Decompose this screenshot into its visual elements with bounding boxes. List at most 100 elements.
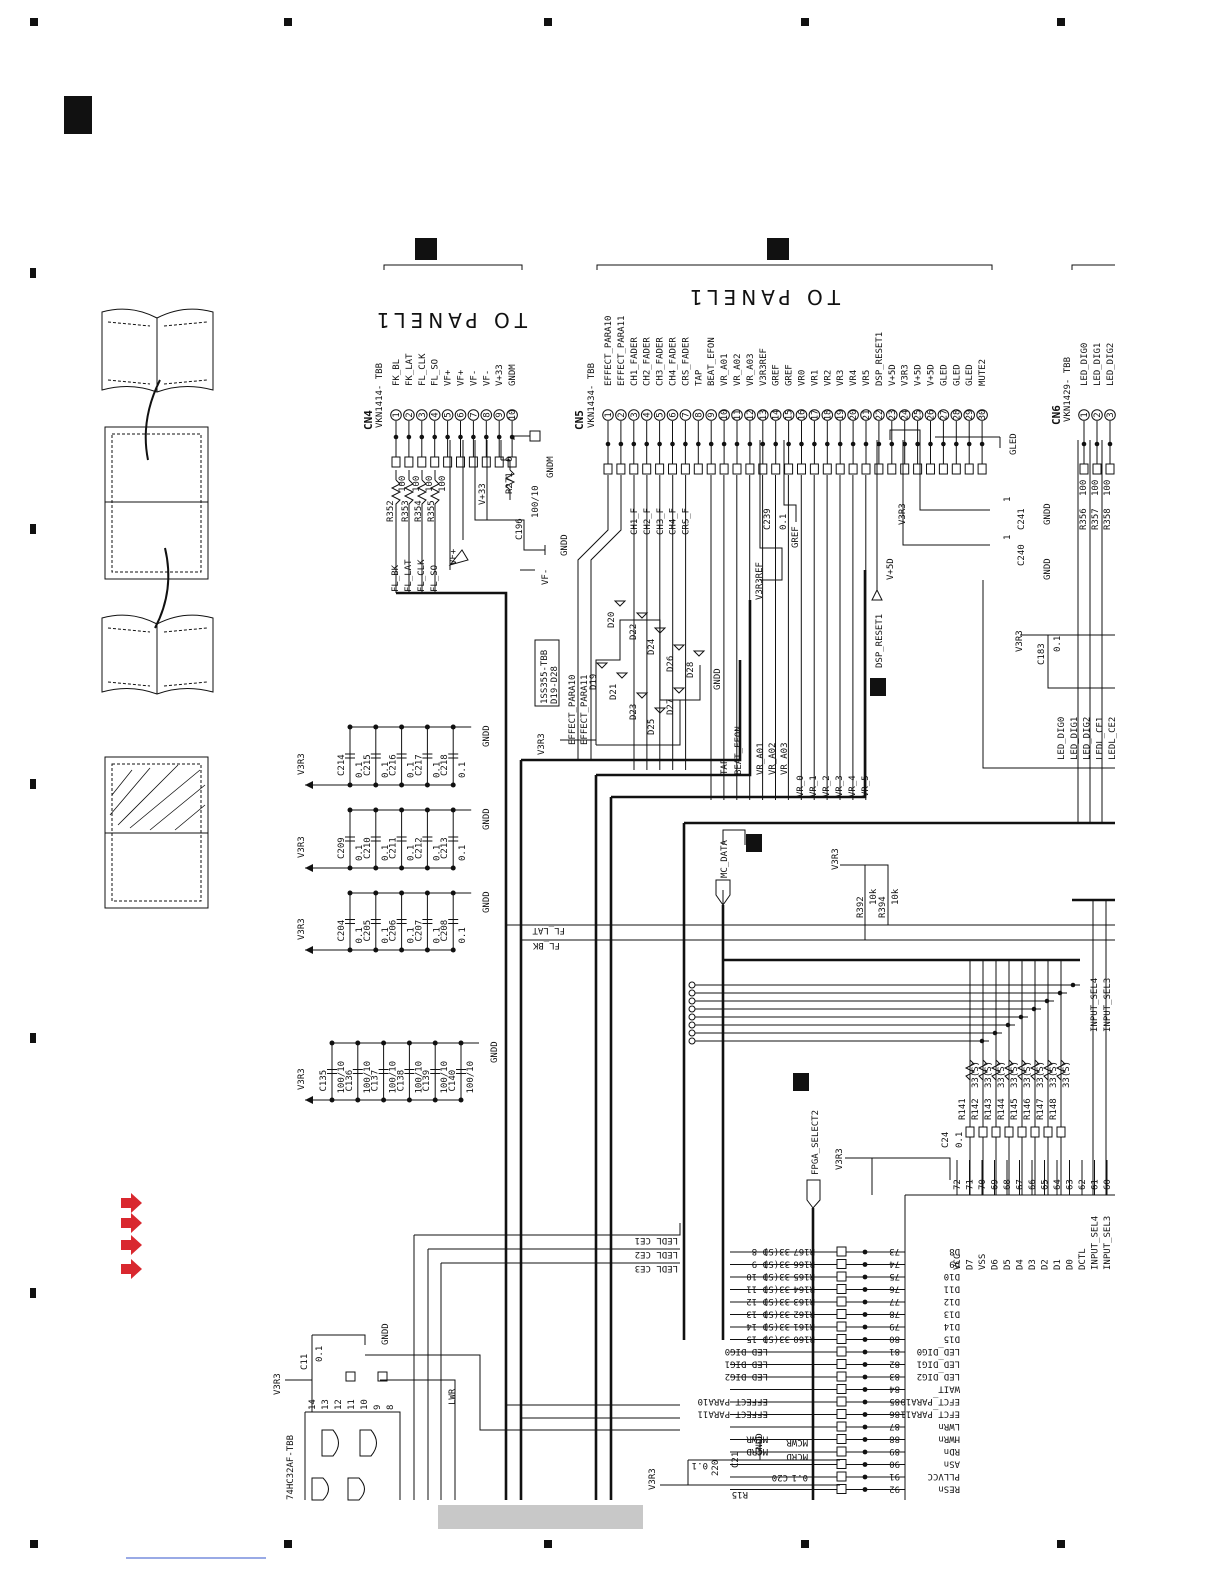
cap-label: C206 <box>389 920 399 942</box>
connector-ref: CN4 <box>362 410 375 430</box>
arrow-icon <box>305 946 313 954</box>
pin-number: 24 <box>901 410 911 421</box>
junction-dot <box>399 947 405 953</box>
fader-net-label: CH3_F <box>656 508 666 535</box>
pin-number: 30 <box>978 410 988 421</box>
mcu-pin-number: 85 <box>889 1396 900 1406</box>
power-label: V3R3 <box>297 1068 307 1090</box>
mcu-pin-name: D11 <box>944 1284 960 1294</box>
junction-dot <box>450 865 456 871</box>
diode-label: D26 <box>666 656 676 672</box>
nav-arrows[interactable] <box>121 1193 142 1279</box>
connector-pin-label: FL_SO <box>431 359 441 386</box>
mcu-net-label: LED DIG1 <box>725 1359 768 1369</box>
pad <box>430 456 440 468</box>
power-label: V3R3 <box>835 1148 845 1170</box>
resistor-symbol <box>1003 1059 1015 1081</box>
junction-dot <box>1018 1014 1024 1020</box>
connector-pin-label: GNDM <box>508 364 518 386</box>
mcu-pin-number: 82 <box>889 1359 900 1369</box>
connector-cn4: CN4 VKN1414- TBB FK_BL1FK_LAT2FL_CLK3FL_… <box>362 353 518 593</box>
connector-pin-label: CH3_FADER <box>656 337 666 386</box>
power-label: GNDD <box>482 808 492 830</box>
junction-dot <box>862 1387 868 1392</box>
connector-pin-label: VR_A02 <box>733 353 743 386</box>
junction-dot <box>424 865 430 871</box>
connector-pin <box>1078 409 1090 421</box>
registration-marks <box>30 18 1065 1548</box>
junction-dot <box>399 890 405 896</box>
connector-pin <box>898 409 911 421</box>
red-arrow-icon[interactable] <box>121 1193 142 1213</box>
arrow-icon <box>305 781 313 789</box>
pin-number: 28 <box>952 410 962 421</box>
page-layout-icon <box>104 426 209 580</box>
offpage-label: FPGA_SELECT2 <box>811 1110 821 1175</box>
junction-dot <box>862 1349 868 1355</box>
connector-pin <box>718 409 730 421</box>
mcu-pin-number: 81 <box>889 1346 900 1356</box>
pin-number: 3 <box>1106 412 1116 417</box>
red-arrow-icon[interactable] <box>121 1213 142 1233</box>
connector-pin-label: CRS_FADER <box>681 337 691 386</box>
connector-pin <box>416 409 428 421</box>
red-arrow-icon[interactable] <box>121 1235 142 1255</box>
resistor-label: R355 <box>427 500 437 522</box>
cap-label: C205 <box>363 920 373 942</box>
junction-dot <box>424 947 430 953</box>
power-label: V3R3 <box>831 848 841 870</box>
junction-dot <box>862 1474 868 1480</box>
diode-label: D24 <box>647 639 657 655</box>
cap-label: C183 <box>1037 643 1047 665</box>
resistor-value: 33(S) <box>1062 1061 1072 1088</box>
cap-value: 1 <box>1003 497 1013 502</box>
resistor-symbol <box>1042 1059 1054 1081</box>
resistor-label: R146 <box>1023 1098 1033 1120</box>
mcu-pin-name: D8 <box>949 1246 960 1256</box>
connector-pin <box>493 409 506 421</box>
pin-number: 27 <box>939 410 949 421</box>
pad <box>836 1421 847 1432</box>
connector-pin <box>428 409 441 421</box>
connector-pin-label: GREF <box>785 364 795 386</box>
connector-pin-label: VF+ <box>444 369 454 386</box>
junction-dot <box>721 441 727 447</box>
resistor-value: 33(S) <box>763 1309 790 1319</box>
pad <box>706 463 716 475</box>
pad <box>964 463 974 475</box>
junction-dot <box>1070 982 1076 988</box>
connector-pin <box>628 409 640 421</box>
pad <box>887 463 897 475</box>
mcu-net-label: D 9 <box>752 1259 768 1269</box>
cap-label: C138 <box>396 1070 406 1092</box>
resistor-value: 100 <box>412 476 422 492</box>
junction-dot <box>1031 1006 1037 1012</box>
mcu-pin-name: D2 <box>1041 1259 1051 1270</box>
pad <box>456 456 465 468</box>
junction-dot <box>862 1487 868 1492</box>
led-net-label: LEDL_CE1 <box>1095 717 1105 760</box>
pad <box>1079 463 1089 475</box>
cap-label: C20 <box>772 1472 788 1482</box>
power-label: V3R3 <box>1015 630 1025 652</box>
bus-label: VR_A01 <box>756 742 766 775</box>
power-label: V+33 <box>478 483 488 505</box>
pad <box>603 463 613 475</box>
resistor-symbol <box>977 1059 989 1081</box>
mcu-net-label: MCWR <box>746 1434 768 1444</box>
red-arrow-icon[interactable] <box>121 1259 142 1279</box>
junction-dot <box>734 441 740 447</box>
pad <box>836 1346 847 1357</box>
resistor-label: R143 <box>984 1098 994 1120</box>
mcu-net-label: D 11 <box>746 1284 768 1294</box>
pin-number: 5 <box>656 412 666 417</box>
pad <box>1030 1126 1040 1138</box>
resistor-label: R142 <box>971 1098 981 1120</box>
power-label: VF- <box>541 569 551 585</box>
pin-number: 7 <box>681 412 691 417</box>
mcu-pin-number: 76 <box>889 1284 900 1294</box>
connector-pin-label: CH4_FADER <box>669 337 679 386</box>
